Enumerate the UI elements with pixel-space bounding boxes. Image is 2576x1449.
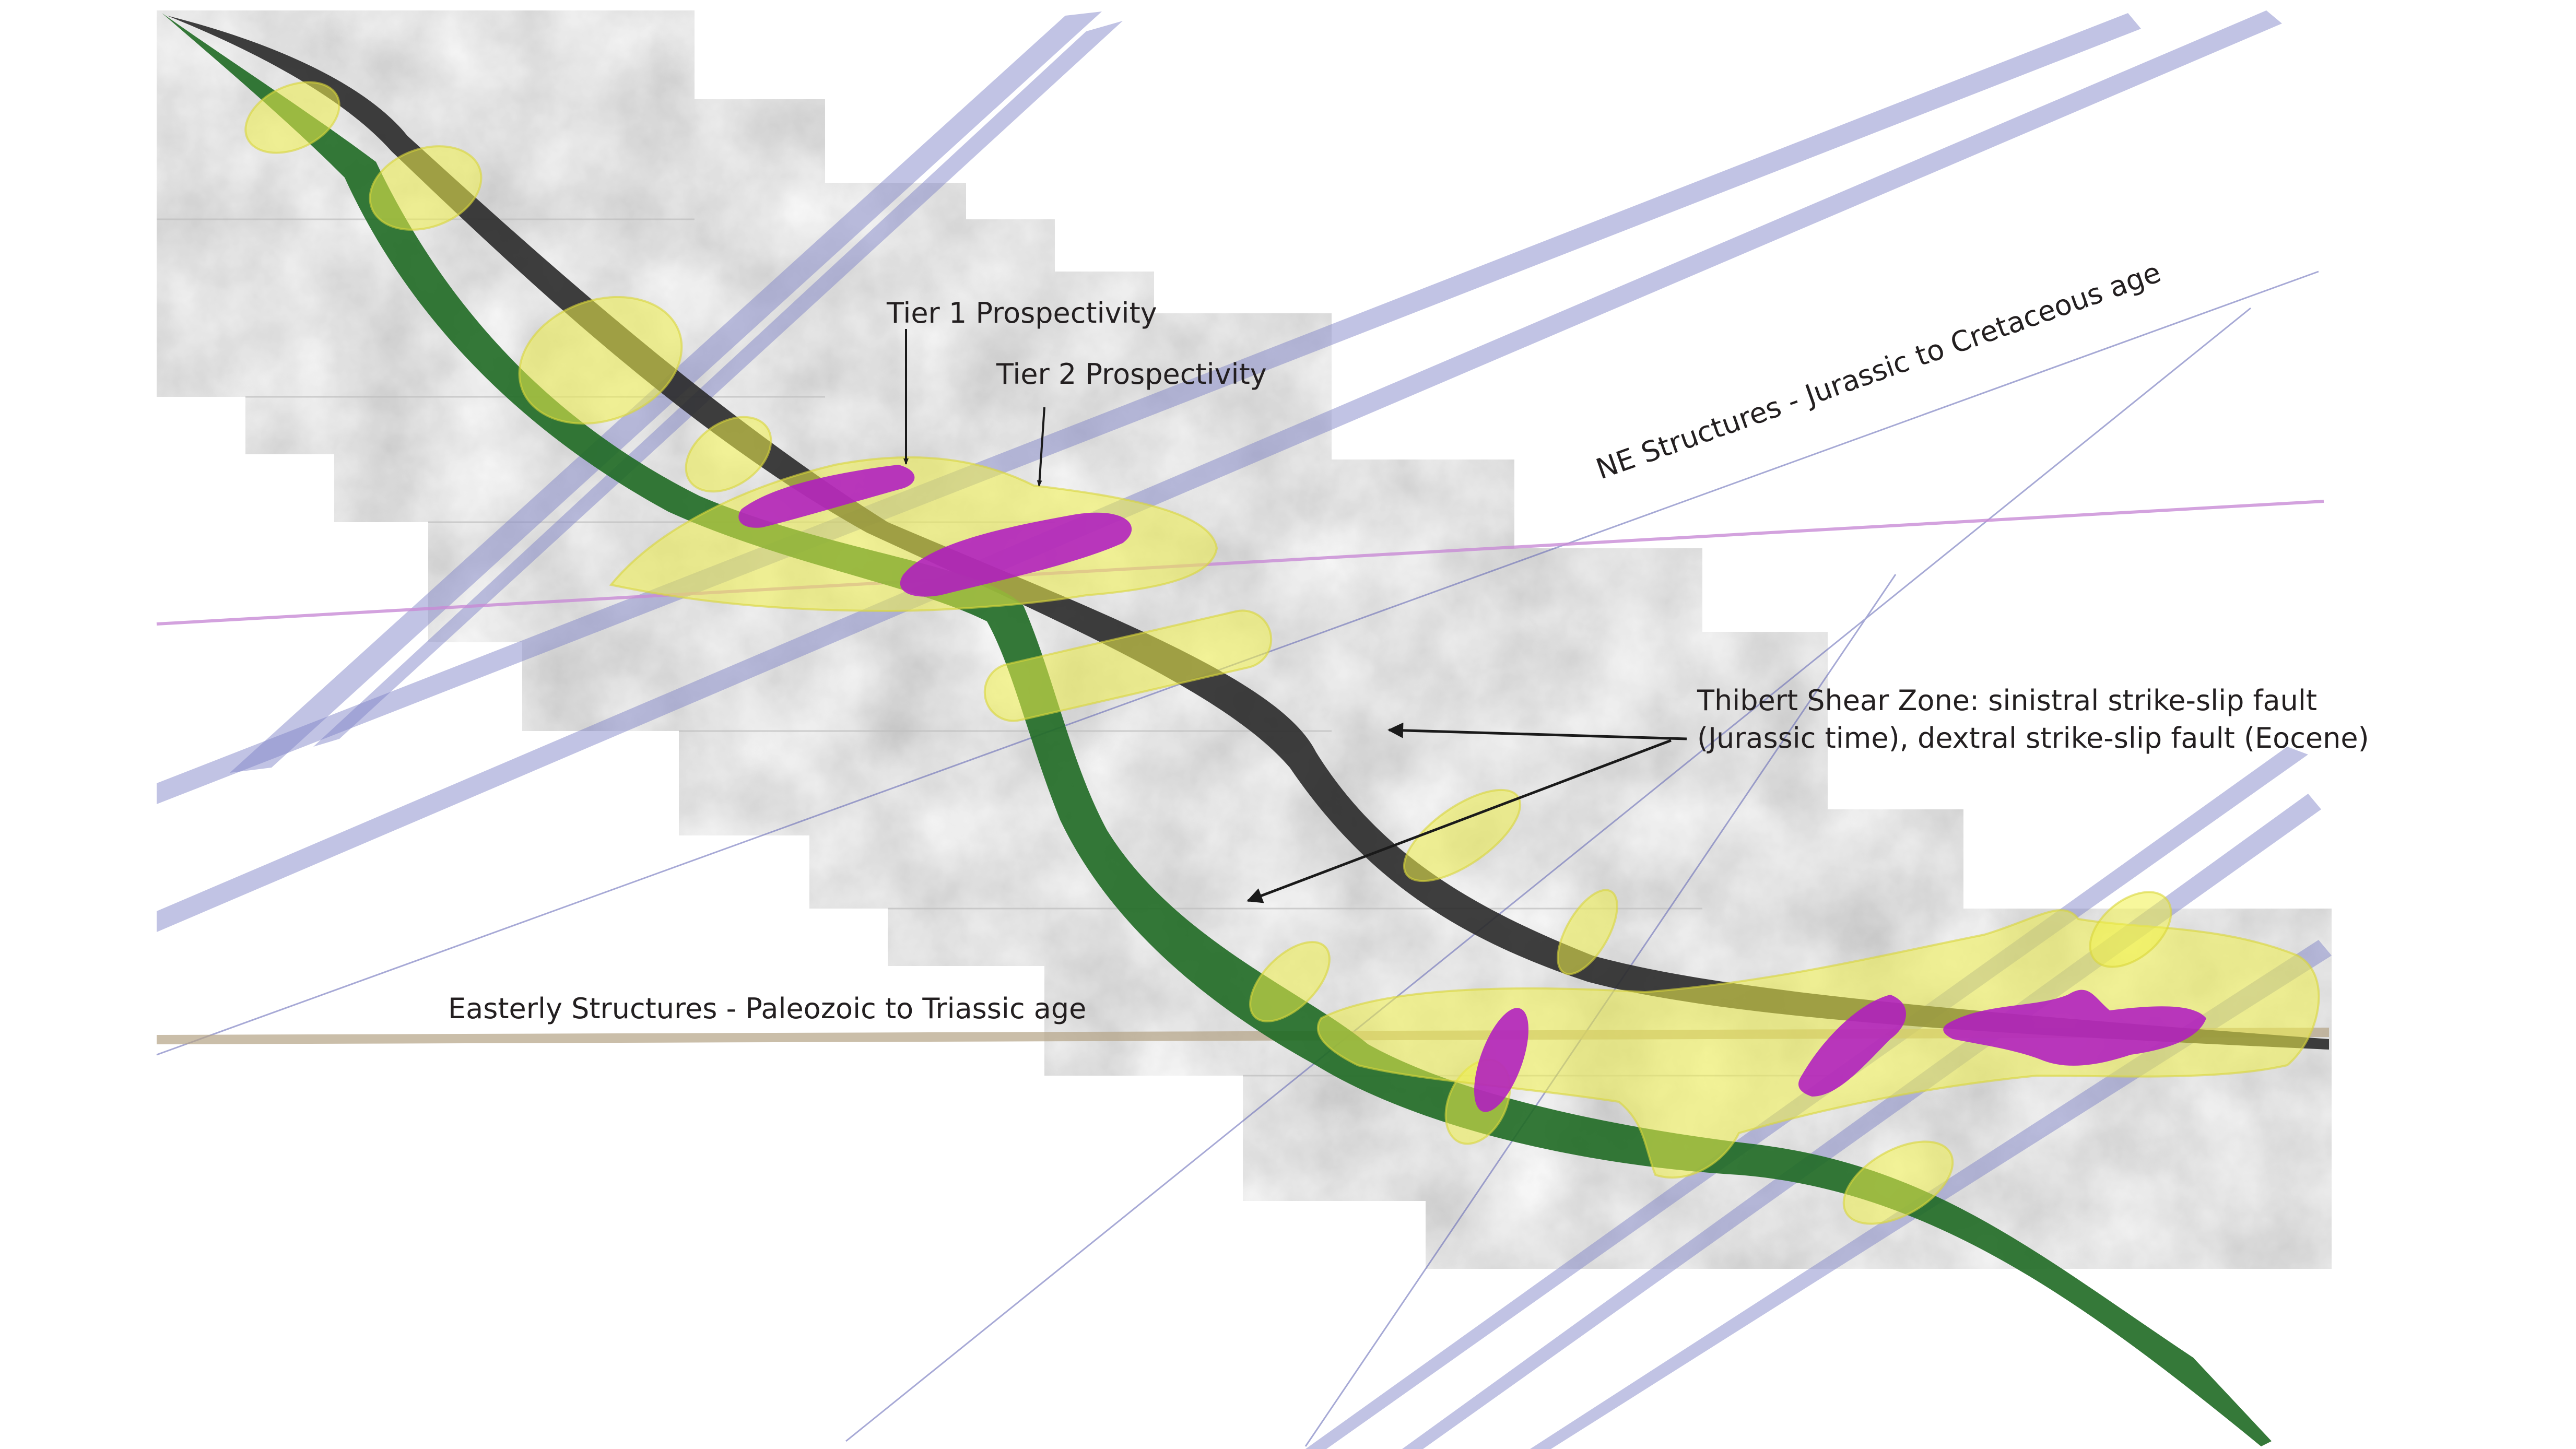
thibert-label-line1: Thibert Shear Zone: sinistral strike-sli… [1697,684,2317,717]
black-fault-strand [167,16,2329,1050]
tier2-zone [244,81,340,154]
tier2-zones [244,81,2320,1225]
tier2-zone-main [609,456,1218,612]
tier2-label: Tier 2 Prospectivity [996,358,1267,391]
tier2-zone [369,145,483,231]
tier2-zone [1842,1140,1954,1225]
ne-plane-2 [313,21,1123,747]
minor-line-2 [845,307,2251,1442]
pink-plane [156,500,2324,626]
thibert-arrow-black [1387,722,1687,740]
thibert-arrow-green [1246,739,1672,903]
tier2-zone [2089,891,2172,968]
tier2-zone [1557,889,1618,975]
tier2-zone [983,609,1273,722]
ne-plane-3 [157,13,2141,804]
annotation-arrows [903,329,1687,903]
tier1-zone [900,512,1132,597]
ne-structures-label: NE Structures - Jurassic to Cretaceous a… [1592,256,2165,486]
ne-plane-4 [157,10,2282,932]
tier1-zones [738,465,2206,1112]
tier2-arrow [1037,407,1045,487]
tier1-zone [1798,995,1906,1097]
thibert-label-line2: (Jurassic time), dextral strike-slip fau… [1697,722,2369,755]
tier2-zone-east [1316,909,2320,1179]
tier2-zone [1249,941,1331,1022]
tier2-zone [685,416,772,493]
tier1-zone [738,465,915,528]
easterly-label: Easterly Structures - Paleozoic to Trias… [448,992,1086,1025]
tier2-zone [518,296,683,425]
thibert-shear-zone [162,13,2329,1446]
tier1-zone [1943,989,2206,1066]
tier1-zone [1474,1008,1528,1112]
tier2-zone [1403,788,1522,882]
tier1-label: Tier 1 Prospectivity [886,297,1157,329]
